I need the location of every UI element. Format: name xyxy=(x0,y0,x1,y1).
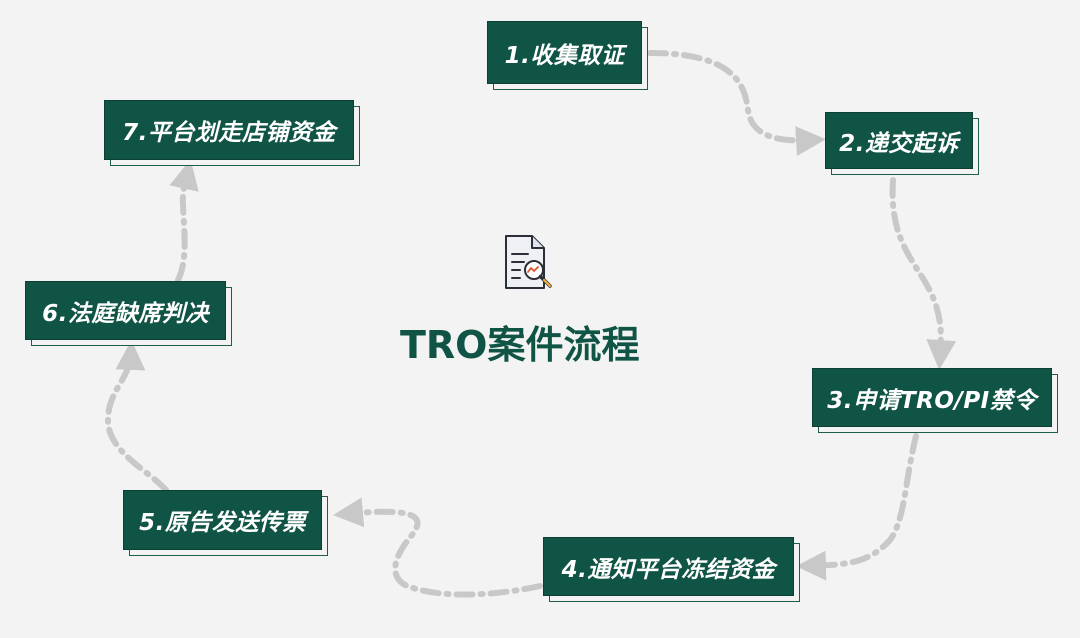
step-2-label: 2.递交起诉 xyxy=(825,112,973,169)
document-analysis-icon xyxy=(500,232,562,294)
arrow-4-to-5 xyxy=(333,497,543,598)
step-7-box: 7.平台划走店铺资金 xyxy=(104,100,360,166)
step-7-label: 7.平台划走店铺资金 xyxy=(104,100,354,160)
step-3-box: 3.申请TRO/PI禁令 xyxy=(812,368,1058,433)
step-5-label: 5.原告发送传票 xyxy=(123,490,322,550)
arrow-3-to-4 xyxy=(796,433,919,581)
step-4-label: 4.通知平台冻结资金 xyxy=(543,537,794,596)
step-1-label: 1.收集取证 xyxy=(487,21,642,84)
step-3-label: 3.申请TRO/PI禁令 xyxy=(812,368,1052,427)
arrow-5-to-6 xyxy=(104,340,169,493)
step-6-label: 6.法庭缺席判决 xyxy=(25,281,226,340)
arrow-2-to-3 xyxy=(889,177,957,370)
diagram-title: TRO案件流程 xyxy=(400,323,640,367)
step-1-box: 1.收集取证 xyxy=(487,21,648,90)
step-5-box: 5.原告发送传票 xyxy=(123,490,328,556)
step-4-box: 4.通知平台冻结资金 xyxy=(543,537,800,602)
step-6-box: 6.法庭缺席判决 xyxy=(25,281,232,346)
arrow-6-to-7 xyxy=(169,159,199,283)
step-2-box: 2.递交起诉 xyxy=(825,112,979,175)
arrow-1-to-2 xyxy=(647,50,826,157)
